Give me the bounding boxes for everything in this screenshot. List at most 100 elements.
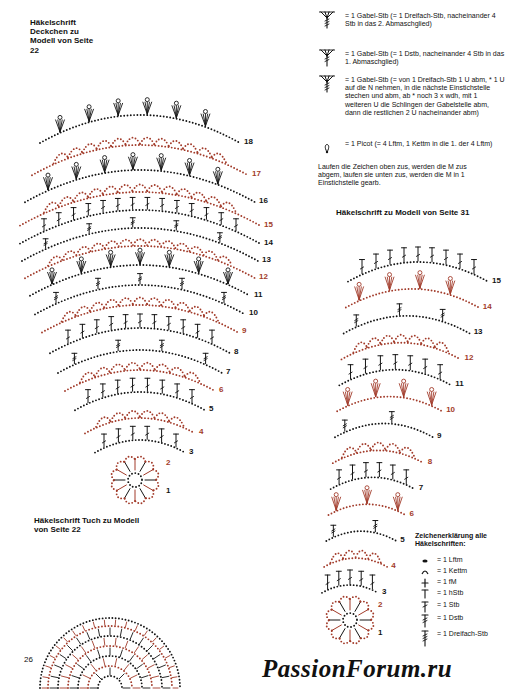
row-number: 6 <box>219 385 223 394</box>
chain-row <box>58 636 162 688</box>
stitch-stroke <box>82 324 83 337</box>
chart-heading: Häkelschrift Tuch zu Modell von Seite 22 <box>34 516 144 534</box>
chain-row <box>333 450 424 463</box>
chain-row <box>342 448 357 458</box>
chain-row <box>76 307 90 316</box>
stitch-stroke <box>152 314 157 315</box>
stitch-stroke <box>146 385 149 387</box>
stitch-stroke <box>106 255 110 266</box>
row-number: 10 <box>446 405 455 414</box>
stitch-stroke <box>196 261 198 272</box>
stitch-stroke <box>359 571 364 572</box>
stitch-stroke <box>379 463 380 477</box>
stitch-stroke <box>360 579 363 581</box>
stitch-stroke <box>327 575 328 589</box>
stitch-stroke <box>176 200 177 212</box>
chain-row <box>192 192 207 201</box>
chain-row <box>408 336 422 344</box>
picot <box>346 387 350 391</box>
chain-row <box>119 240 133 246</box>
stitch-stroke <box>102 441 105 443</box>
chain-row <box>155 413 170 421</box>
stitch-stroke <box>104 620 105 625</box>
row-number: 3 <box>189 447 193 456</box>
stitch-stroke <box>450 281 454 294</box>
stitch-stroke <box>343 392 347 405</box>
stitch-stroke <box>43 238 48 239</box>
stitch-stroke <box>117 380 118 393</box>
chain-row <box>35 285 245 314</box>
stitch-stroke <box>444 258 447 260</box>
stitch-stroke <box>42 218 47 219</box>
stitch-stroke <box>422 630 428 631</box>
stitch-stroke <box>181 319 186 320</box>
stitch-stroke <box>145 197 150 198</box>
stitch-stroke <box>77 638 81 644</box>
chain-row <box>97 141 111 149</box>
row-number: 5 <box>400 535 404 544</box>
stitch-stroke <box>58 213 59 225</box>
stitch-stroke <box>125 462 131 472</box>
chain-row <box>218 256 232 265</box>
stitch-stroke <box>96 278 101 279</box>
stitch-stroke <box>180 278 185 279</box>
chain-row <box>85 418 195 433</box>
stitch-stroke <box>325 22 329 24</box>
row-number: 7 <box>226 367 230 376</box>
stitch-stroke <box>332 50 335 51</box>
stitch-stroke <box>398 308 401 310</box>
stitch-stroke <box>145 480 156 481</box>
stitch-stroke <box>222 292 227 293</box>
chain-row <box>348 262 488 282</box>
note: Laufen die Zeichen oben zus, werden die … <box>318 163 486 188</box>
chain-row <box>40 115 240 143</box>
row-number: 13 <box>474 327 483 336</box>
chain-row <box>82 144 96 153</box>
chart-heading: Häkelschrift Deckchen zu Modell von Seit… <box>30 18 100 55</box>
stitch-stroke <box>131 675 137 678</box>
stitch-stroke <box>173 688 178 689</box>
stitch-stroke <box>117 470 127 476</box>
stitch-stroke <box>115 198 120 199</box>
stitch-stroke <box>81 331 84 333</box>
stitch-stroke <box>154 655 160 659</box>
stitch-stroke <box>325 19 329 21</box>
stitch-stroke <box>95 327 98 329</box>
stitch-stroke <box>50 656 54 658</box>
stitch-stroke <box>236 219 237 231</box>
picot <box>103 156 107 160</box>
chain-row <box>48 626 172 688</box>
stitch-stroke <box>441 315 444 317</box>
stitch-stroke <box>194 261 198 272</box>
stitch-stroke <box>131 203 134 205</box>
stitch-stroke <box>338 571 339 585</box>
legend-text: = 1 Gabel-Stb (= von 1 Dreifach-Stb 1 U … <box>345 76 505 117</box>
chain-row <box>90 303 104 312</box>
stitch-stroke <box>182 278 183 288</box>
stitch-stroke <box>458 254 463 255</box>
stitch-stroke <box>402 247 407 248</box>
chain-row <box>65 370 215 391</box>
stitch-stroke <box>68 646 73 651</box>
stitch-stroke <box>61 676 68 678</box>
legend-text: = 1 Kettm <box>437 567 511 575</box>
stitch-stroke <box>86 396 89 398</box>
stitch-stroke <box>101 391 104 393</box>
stitch-stroke <box>373 520 378 521</box>
stitch-stroke <box>111 255 115 266</box>
row-number: 4 <box>199 427 203 436</box>
chain-row <box>88 189 103 197</box>
stitch-stroke <box>117 198 118 210</box>
stitch-stroke <box>332 529 335 531</box>
chain-row <box>135 457 146 462</box>
stitch-stroke <box>333 525 334 536</box>
stitch-stroke <box>345 392 347 405</box>
chain-row <box>327 620 332 631</box>
stitch-stroke <box>50 272 52 283</box>
chain-row <box>361 631 369 639</box>
stitch-stroke <box>393 497 397 510</box>
stitch-stroke <box>44 242 47 244</box>
chain-row <box>42 305 238 332</box>
chain-row <box>112 480 117 491</box>
row-number: 10 <box>249 308 258 317</box>
